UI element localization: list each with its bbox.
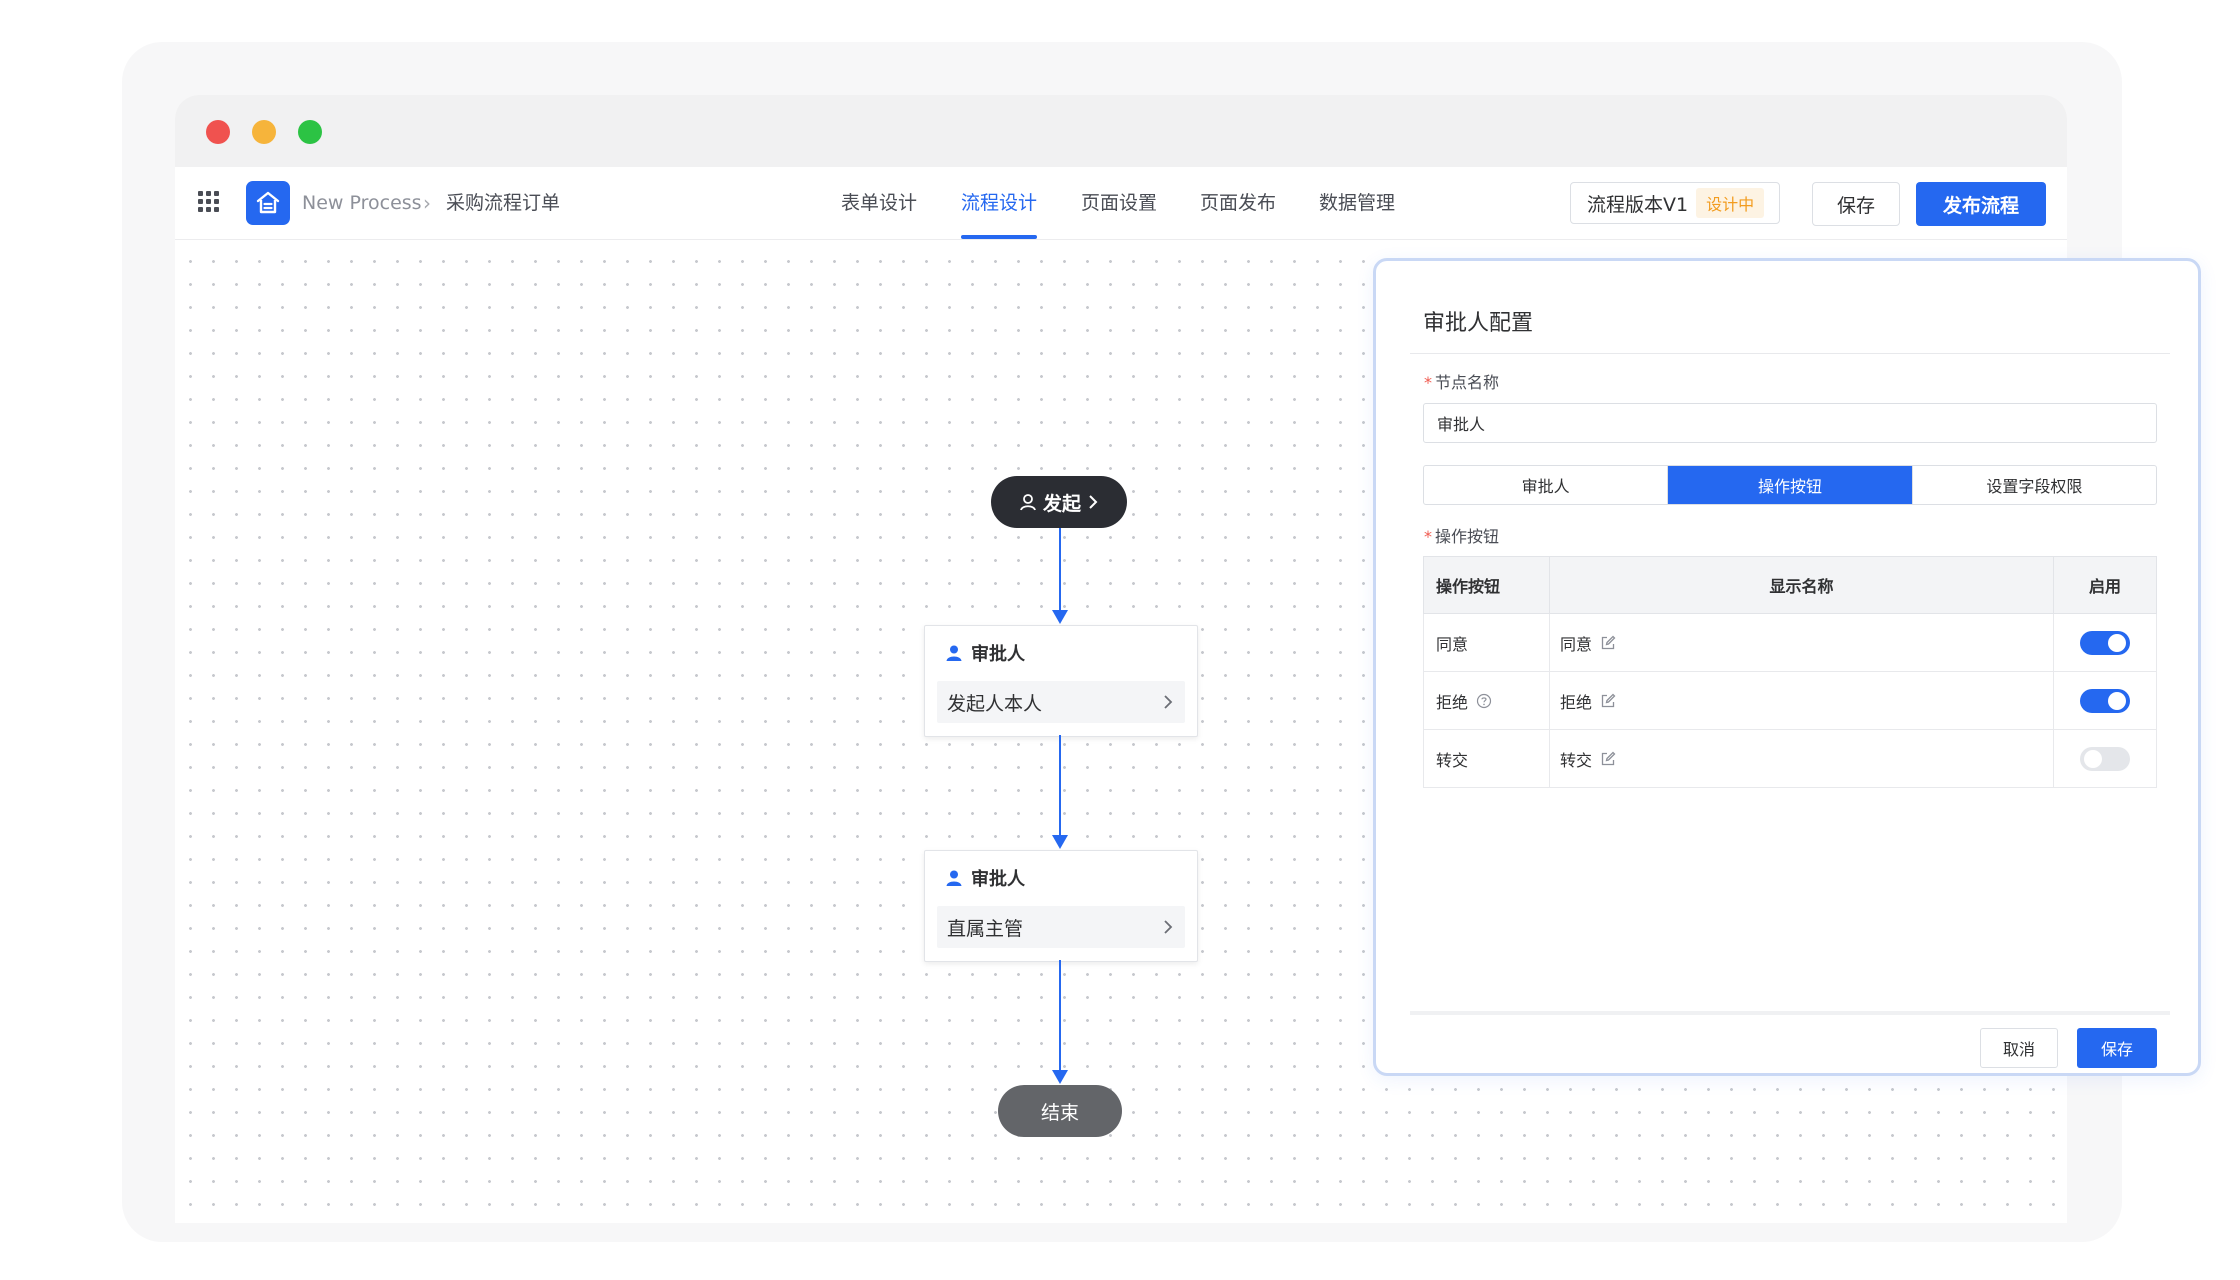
table-row: 拒绝 拒绝 [1423, 671, 2157, 730]
panel-title: 审批人配置 [1423, 311, 1534, 336]
action-name: 同意 [1436, 634, 1469, 654]
flow-connector [1059, 960, 1061, 1070]
display-name: 拒绝 [1560, 692, 1593, 712]
end-node-label: 结束 [1040, 1101, 1079, 1124]
tab-action-buttons[interactable]: 操作按钮 [1668, 466, 1913, 504]
tab-page-publish[interactable]: 页面发布 [1200, 192, 1277, 214]
edit-icon[interactable] [1600, 751, 1616, 767]
breadcrumb-current: 采购流程订单 [446, 192, 561, 214]
flow-connector [1059, 735, 1061, 835]
approver-node-title: 审批人 [971, 869, 1025, 890]
apps-grid-icon[interactable] [198, 191, 220, 213]
arrow-down-icon [1052, 1070, 1068, 1084]
enable-toggle[interactable] [2080, 688, 2130, 713]
window-titlebar [175, 95, 2067, 167]
node-name-input[interactable] [1423, 403, 2157, 443]
approver-node-title: 审批人 [971, 644, 1025, 665]
home-icon [256, 191, 280, 214]
user-outline-icon [1020, 494, 1036, 511]
column-header-enabled: 启用 [2053, 556, 2157, 614]
column-header-display-name: 显示名称 [1549, 556, 2054, 614]
table-row: 同意 同意 [1423, 613, 2157, 672]
action-buttons-label: *操作按钮 [1424, 527, 1500, 546]
chevron-right-icon [1089, 495, 1098, 509]
column-header-action: 操作按钮 [1423, 556, 1550, 614]
user-icon [946, 870, 962, 886]
approver-node-2[interactable]: 审批人 直属主管 [924, 850, 1198, 962]
panel-footer-divider [1410, 1011, 2170, 1015]
tab-field-permissions[interactable]: 设置字段权限 [1986, 477, 2083, 496]
required-mark: * [1424, 527, 1432, 546]
breadcrumb-root[interactable]: New Process [302, 192, 422, 214]
edit-icon[interactable] [1600, 635, 1616, 651]
status-badge: 设计中 [1696, 188, 1765, 218]
approver-node-1[interactable]: 审批人 发起人本人 [924, 625, 1198, 737]
edit-icon[interactable] [1600, 693, 1616, 709]
tab-approver[interactable]: 审批人 [1424, 466, 1669, 504]
required-mark: * [1424, 373, 1432, 392]
version-label: 流程版本V1 [1587, 193, 1689, 216]
chevron-right-icon [1164, 695, 1173, 709]
enable-toggle[interactable] [2080, 746, 2130, 771]
maximize-window-button[interactable] [298, 120, 322, 144]
display-name: 同意 [1560, 634, 1593, 654]
help-icon[interactable] [1476, 693, 1492, 709]
close-window-button[interactable] [206, 120, 230, 144]
approver-node-value[interactable]: 发起人本人 [937, 681, 1185, 723]
action-buttons-table: 操作按钮 显示名称 启用 同意 同意 [1423, 556, 2157, 788]
tab-data-management[interactable]: 数据管理 [1319, 192, 1396, 214]
top-bar: New Process › 采购流程订单 表单设计 流程设计 页面设置 页面发布… [175, 167, 2067, 240]
approver-config-panel: 审批人配置 *节点名称 审批人 操作按钮 设置字段权限 *操作按钮 操作按钮 显… [1373, 258, 2201, 1076]
breadcrumb-separator-icon: › [423, 191, 431, 215]
end-node[interactable]: 结束 [998, 1085, 1122, 1137]
action-name: 转交 [1436, 750, 1469, 770]
approver-node-header: 审批人 [945, 863, 1025, 893]
publish-flow-button[interactable]: 发布流程 [1916, 182, 2046, 226]
enable-toggle[interactable] [2080, 630, 2130, 655]
tab-flow-design[interactable]: 流程设计 [961, 167, 1038, 239]
approver-node-header: 审批人 [945, 638, 1025, 668]
user-icon [946, 645, 962, 661]
approver-node-value[interactable]: 直属主管 [937, 906, 1185, 948]
chevron-right-icon [1164, 920, 1173, 934]
approver-node-value-text: 直属主管 [947, 917, 1024, 940]
tab-form-design[interactable]: 表单设计 [841, 192, 918, 214]
node-name-label: *节点名称 [1424, 373, 1500, 392]
home-button[interactable] [246, 181, 290, 225]
display-name: 转交 [1560, 750, 1593, 770]
approver-node-value-text: 发起人本人 [947, 692, 1043, 715]
start-node-label: 发起 [1042, 492, 1081, 515]
save-button[interactable]: 保存 [1812, 182, 1900, 226]
version-selector[interactable]: 流程版本V1 设计中 [1570, 182, 1780, 224]
cancel-button[interactable]: 取消 [1980, 1028, 2058, 1068]
config-tabs: 审批人 操作按钮 设置字段权限 [1423, 465, 2157, 505]
action-name: 拒绝 [1436, 692, 1469, 712]
arrow-down-icon [1052, 610, 1068, 624]
tab-page-settings[interactable]: 页面设置 [1081, 192, 1158, 214]
table-row: 转交 转交 [1423, 729, 2157, 788]
panel-save-button[interactable]: 保存 [2077, 1028, 2157, 1068]
arrow-down-icon [1052, 835, 1068, 849]
start-node[interactable]: 发起 [991, 476, 1127, 528]
minimize-window-button[interactable] [252, 120, 276, 144]
flow-connector [1059, 528, 1061, 610]
panel-divider [1410, 353, 2170, 354]
